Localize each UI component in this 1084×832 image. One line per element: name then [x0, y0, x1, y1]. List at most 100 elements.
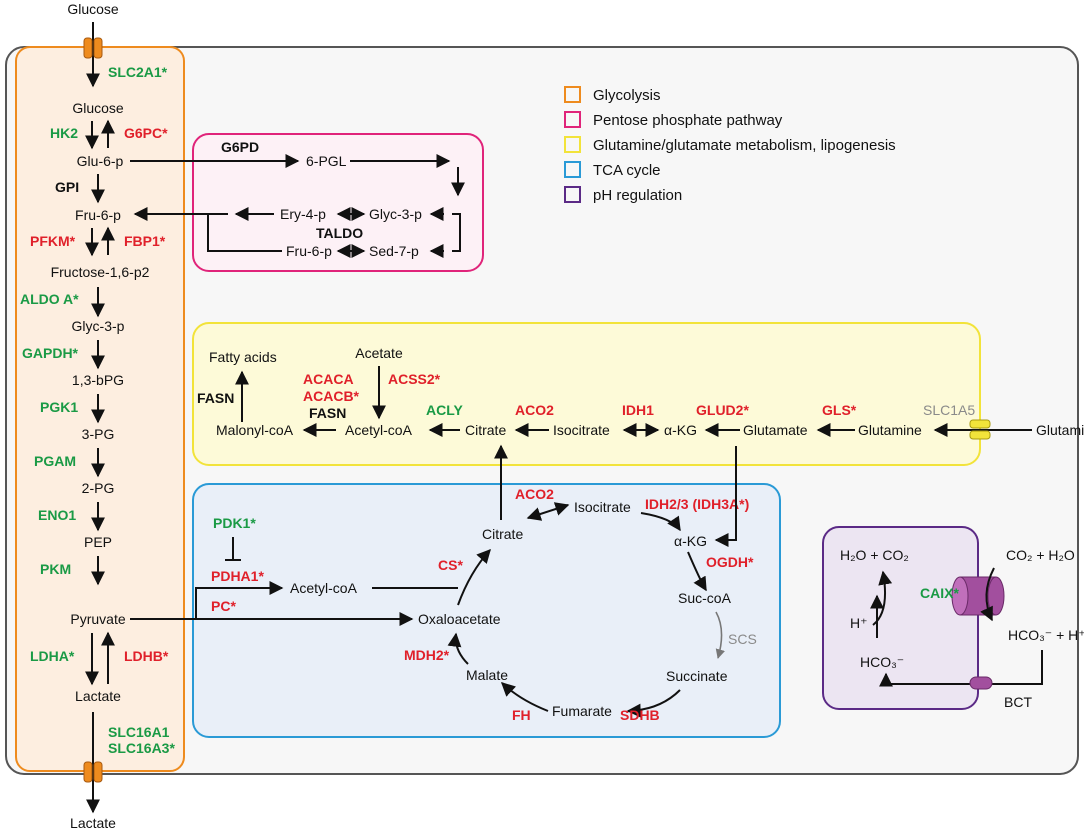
legend-label-glycolysis: Glycolysis: [593, 87, 661, 104]
enzyme-acss2: ACSS2*: [388, 371, 441, 387]
ext-glucose-label: Glucose: [67, 1, 119, 17]
enzyme-pfkm: PFKM*: [30, 233, 76, 249]
glycolysis-pathway: Glucose SLC2A1* Glucose HK2 G6PC* Glu-6-…: [20, 1, 175, 831]
bct-label: BCT: [1004, 694, 1032, 710]
ppp-fru6p-label: Fru-6-p: [286, 243, 332, 259]
pg2-label: 2-PG: [82, 480, 115, 496]
enzyme-caix: CAIX*: [920, 585, 959, 601]
f16p2-label: Fructose-1,6-p2: [51, 264, 150, 280]
enzyme-idh23: IDH2/3 (IDH3A*): [645, 496, 749, 512]
enzyme-gapdh: GAPDH*: [22, 345, 79, 361]
ph-hco3-in-label: HCO₃⁻: [860, 654, 904, 670]
ph-box: [822, 526, 979, 710]
fatty-acids-label: Fatty acids: [209, 349, 277, 365]
lipo-isocitrate-label: Isocitrate: [553, 422, 610, 438]
ph-hplus-label: H⁺: [850, 615, 868, 631]
pg3-label: 3-PG: [82, 426, 115, 442]
pep-label: PEP: [84, 534, 112, 550]
enzyme-taldo: TALDO: [316, 225, 363, 241]
enzyme-pdha1: PDHA1*: [211, 568, 264, 584]
enzyme-sdhb: SDHB: [620, 707, 660, 723]
enzyme-pgam: PGAM: [34, 453, 76, 469]
enzyme-aco2-tca: ACO2: [515, 486, 554, 502]
fumarate-label: Fumarate: [552, 703, 612, 719]
enzyme-fasn-left: FASN: [197, 390, 234, 406]
lipo-acetyl-coa-label: Acetyl-coA: [345, 422, 413, 438]
legend-label-ppp: Pentose phosphate pathway: [593, 112, 783, 129]
enzyme-g6pd: G6PD: [221, 139, 259, 155]
enzyme-eno1: ENO1: [38, 507, 76, 523]
enzyme-ogdh: OGDH*: [706, 554, 754, 570]
glucose-label: Glucose: [72, 100, 124, 116]
legend-swatch-glycolysis: [564, 86, 581, 103]
enzyme-mdh2: MDH2*: [404, 647, 450, 663]
ppp-glyc3p-label: Glyc-3-p: [369, 206, 422, 222]
enzyme-aldoa: ALDO A*: [20, 291, 79, 307]
glucose-transporter: [83, 37, 103, 59]
enzyme-idh1: IDH1: [622, 402, 654, 418]
enzyme-acly: ACLY: [426, 402, 463, 418]
enzyme-ldhb: LDHB*: [124, 648, 169, 664]
glutamate-label: Glutamate: [743, 422, 808, 438]
succoa-label: Suc-coA: [678, 590, 732, 606]
legend-label-glutamine: Glutamine/glutamate metabolism, lipogene…: [593, 137, 896, 154]
malonyl-coa-label: Malonyl-coA: [216, 422, 294, 438]
enzyme-scs: SCS: [728, 631, 757, 647]
tca-citrate-label: Citrate: [482, 526, 523, 542]
enzyme-pdk1: PDK1*: [213, 515, 256, 531]
ppp-box: [192, 133, 484, 272]
enzyme-acaca: ACACA: [303, 371, 354, 387]
glutamine-label: Glutamine: [858, 422, 922, 438]
ppp-ery4p-label: Ery-4-p: [280, 206, 326, 222]
enzyme-slc16a3: SLC16A3*: [108, 740, 175, 756]
enzyme-fh: FH: [512, 707, 531, 723]
ph-h2o-co2-label: H₂O + CO₂: [840, 547, 909, 563]
enzyme-hk2: HK2: [50, 125, 78, 141]
glu6p-label: Glu-6-p: [77, 153, 124, 169]
tca-akg-label: α-KG: [674, 533, 707, 549]
glutamine-pathway: Fatty acids FASN Acetate ACACA ACACB* FA…: [197, 345, 1084, 440]
lipo-citrate-label: Citrate: [465, 422, 506, 438]
enzyme-slc2a1: SLC2A1*: [108, 64, 168, 80]
bct-transporter: [969, 676, 993, 690]
legend-label-tca: TCA cycle: [593, 162, 661, 179]
glutamine-transporter: [969, 419, 991, 440]
enzyme-fasn: FASN: [309, 405, 346, 421]
glyc3p-label: Glyc-3-p: [72, 318, 125, 334]
ext-glutamine-label: Glutamine: [1036, 422, 1084, 438]
malate-label: Malate: [466, 667, 508, 683]
tca-pathway: PDK1* PDHA1* PC* Acetyl-coA Citrate Isoc…: [130, 444, 757, 723]
legend-label-ph: pH regulation: [593, 187, 682, 204]
enzyme-ldha: LDHA*: [30, 648, 75, 664]
enzyme-pkm: PKM: [40, 561, 71, 577]
legend-swatch-tca: [564, 161, 581, 178]
ph-pathway: H₂O + CO₂ CO₂ + H₂O CAIX* H⁺ HCO₃⁻ HCO₃⁻…: [840, 547, 1084, 710]
legend-swatch-ph: [564, 186, 581, 203]
ph-co2-h2o-label: CO₂ + H₂O: [1006, 547, 1075, 563]
tca-acetyl-coa-label: Acetyl-coA: [290, 580, 358, 596]
lipo-akg-label: α-KG: [664, 422, 697, 438]
enzyme-pgk1: PGK1: [40, 399, 78, 415]
fru6p-label: Fru-6-p: [75, 207, 121, 223]
ppp-6pgl-label: 6-PGL: [306, 153, 347, 169]
ppp-sed7p-label: Sed-7-p: [369, 243, 419, 259]
enzyme-g6pc: G6PC*: [124, 125, 168, 141]
pyruvate-label: Pyruvate: [70, 611, 125, 627]
oxaloacetate-label: Oxaloacetate: [418, 611, 501, 627]
enzyme-fbp1: FBP1*: [124, 233, 166, 249]
tca-isocitrate-label: Isocitrate: [574, 499, 631, 515]
ext-lactate-label: Lactate: [70, 815, 116, 831]
enzyme-gls: GLS*: [822, 402, 857, 418]
enzyme-aco2-lipo: ACO2: [515, 402, 554, 418]
ppp-pathway: G6PD 6-PGL Glyc-3-p Ery-4-p TALDO Fru-6-…: [130, 139, 465, 259]
tca-box: [192, 483, 781, 738]
caix-channel: [951, 576, 1005, 616]
succinate-label: Succinate: [666, 668, 728, 684]
enzyme-slc16a1: SLC16A1: [108, 724, 170, 740]
lactate-label: Lactate: [75, 688, 121, 704]
legend-swatch-glutamine: [564, 136, 581, 153]
glutamine-box: [192, 322, 981, 466]
transporter-slc1a5-label: SLC1A5: [923, 402, 975, 418]
